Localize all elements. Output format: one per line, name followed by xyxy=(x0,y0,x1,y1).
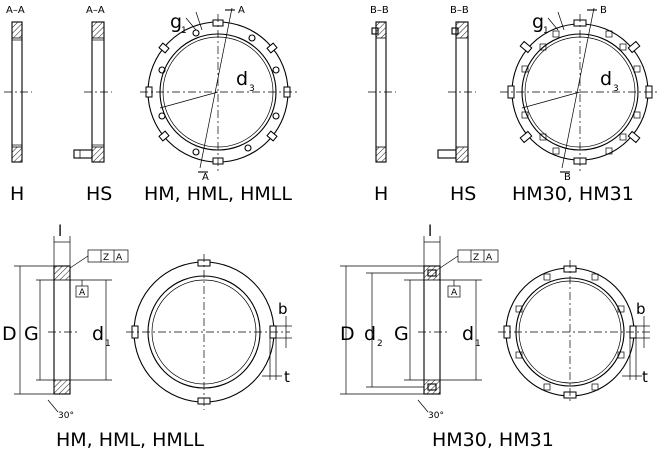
section-label-b2: B–B xyxy=(450,5,469,16)
tol-a-label: A xyxy=(116,253,123,263)
label-hs: HS xyxy=(86,183,112,205)
top-left-group xyxy=(4,7,298,173)
dim-d1-label: d xyxy=(92,323,104,345)
label-hm-hml-hmll-bottom: HM, HML, HMLL xyxy=(56,429,204,451)
angle-30-label-right: 30° xyxy=(428,411,444,421)
label-hm-hml-hmll: HM, HML, HMLL xyxy=(144,183,292,205)
dim-d3-label: d xyxy=(236,68,248,90)
dim-d1-sub-right: 1 xyxy=(475,339,481,349)
label-h: H xyxy=(10,183,24,205)
nut-front-hm-bottom xyxy=(126,254,292,410)
section-hs-right xyxy=(437,21,476,163)
section-label-a2: A–A xyxy=(86,5,105,16)
dim-g1-sub: 1 xyxy=(181,26,187,36)
tol-z-label-right: Z xyxy=(473,253,479,263)
dim-d3-sub: 3 xyxy=(249,84,255,94)
angle-30-label: 30° xyxy=(58,411,74,421)
tol-a-label-right: A xyxy=(486,253,493,263)
dim-d2-sub: 2 xyxy=(377,339,383,349)
dim-d1-label-right: d xyxy=(462,323,474,345)
dim-l-label: l xyxy=(58,222,62,240)
section-label-b1: B–B xyxy=(370,5,389,16)
datum-a-label-right: A xyxy=(451,288,458,298)
section-hs-left xyxy=(73,21,112,163)
bottom-left-group xyxy=(14,236,292,413)
dim-d3-label-right: d xyxy=(600,68,612,90)
dim-t-label-right: t xyxy=(642,368,648,386)
dim-d3-sub-right: 3 xyxy=(613,84,619,94)
dim-G-label: G xyxy=(24,323,39,345)
dim-g1-sub-right: 1 xyxy=(543,26,549,36)
dim-b-label: b xyxy=(278,300,288,318)
section-label-a1: A–A xyxy=(6,5,25,16)
nut-front-hm30-bottom xyxy=(498,260,652,404)
label-hm30-hm31: HM30, HM31 xyxy=(512,183,634,205)
tol-z-label: Z xyxy=(103,253,109,263)
dim-t-label: t xyxy=(284,368,290,386)
dim-g1-label-right: g xyxy=(532,11,544,33)
section-h-right xyxy=(368,21,396,163)
dim-G-label-right: G xyxy=(394,323,409,345)
nut-front-hm xyxy=(140,7,298,173)
label-h-right: H xyxy=(374,183,388,205)
dim-d1-sub: 1 xyxy=(105,339,111,349)
section-h-left xyxy=(4,21,32,163)
bottom-right-group xyxy=(340,236,652,413)
cut-label-b-bottom: B xyxy=(564,172,571,183)
section-profile-hm30 xyxy=(340,236,499,413)
dim-D-label-right: D xyxy=(340,323,355,345)
dim-D-label: D xyxy=(2,323,17,345)
label-hs-right: HS xyxy=(450,183,476,205)
section-profile-hm xyxy=(14,236,129,413)
dim-g1-label: g xyxy=(170,11,182,33)
cut-label-a-bottom: A xyxy=(202,172,209,183)
cut-label-b-top: B xyxy=(600,5,607,16)
dim-b-label-right: b xyxy=(636,300,646,318)
dim-l-label-right: l xyxy=(428,222,432,240)
cut-label-a-top: A xyxy=(238,5,245,16)
label-hm30-hm31-bottom: HM30, HM31 xyxy=(432,429,554,451)
nut-front-hm30 xyxy=(500,7,658,173)
top-right-group xyxy=(368,7,658,173)
dim-d2-label: d xyxy=(364,323,376,345)
datum-a-label: A xyxy=(79,288,86,298)
